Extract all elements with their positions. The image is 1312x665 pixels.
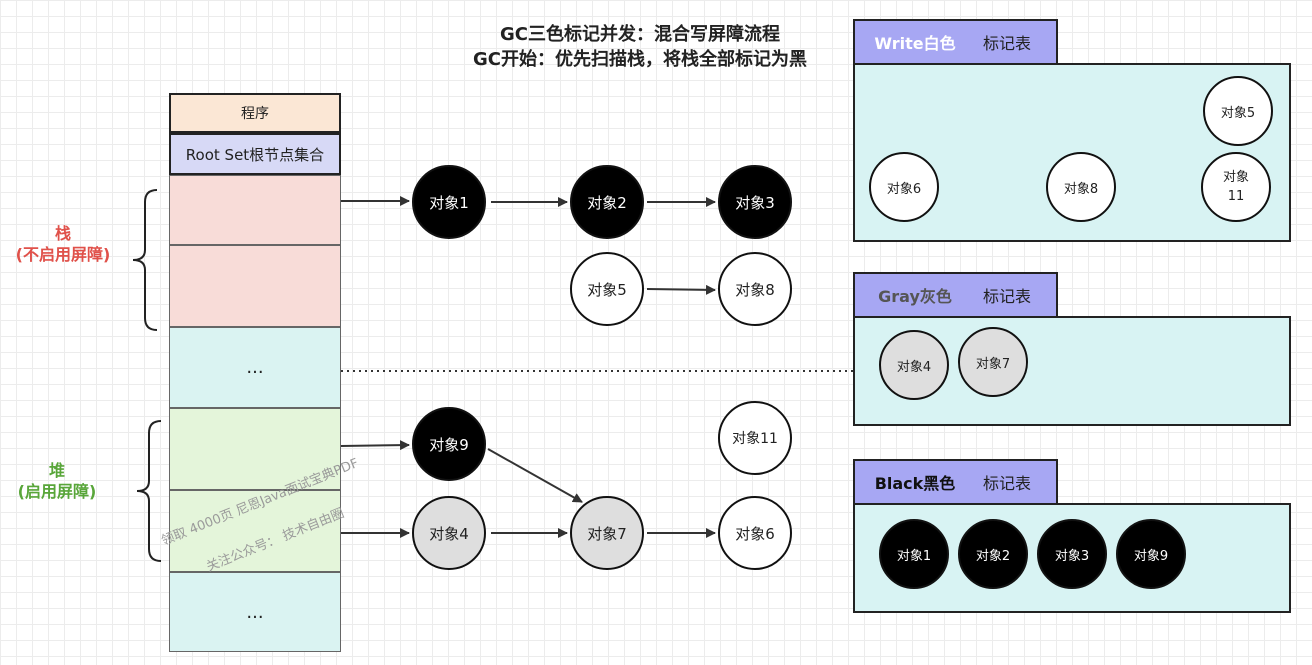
- root-set-cell: Root Set根节点集合: [169, 133, 341, 175]
- white-table-title: Write白色: [874, 34, 956, 53]
- white-item-obj5: 对象5: [1203, 76, 1273, 146]
- black-table-suffix: 标记表: [983, 474, 1032, 493]
- node-obj11: 对象11: [718, 401, 792, 475]
- middle-ellipsis-cell: ...: [169, 327, 341, 408]
- diagram-title-line1: GC三色标记并发：混合写屏障流程: [500, 24, 780, 45]
- white-item-obj6: 对象6: [869, 152, 939, 222]
- node-obj4: 对象4: [412, 496, 486, 570]
- heap-label-main: 堆: [48, 461, 65, 480]
- node-obj3: 对象3: [718, 165, 792, 239]
- black-table-title: Black黑色: [874, 474, 956, 493]
- arrow-obj5-to-obj8: [646, 284, 716, 295]
- heap-cell-1: [169, 408, 341, 490]
- stack-label-sub: (不启用屏障): [15, 245, 111, 264]
- arrow-heap-to-obj9: [340, 440, 410, 451]
- stack-label-main: 栈: [54, 224, 71, 243]
- node-obj6: 对象6: [718, 496, 792, 570]
- black-item-obj3: 对象3: [1037, 519, 1107, 589]
- diagram-title-line2: GC开始：优先扫描栈，将栈全部标记为黑: [473, 49, 807, 70]
- stack-cell-1: [169, 175, 341, 245]
- white-item-obj11: 对象 11: [1201, 152, 1271, 222]
- node-obj7: 对象7: [570, 496, 644, 570]
- stack-brace: [132, 189, 158, 331]
- black-item-obj9: 对象9: [1116, 519, 1186, 589]
- heap-label: 堆 (启用屏障): [2, 460, 112, 502]
- white-table-suffix: 标记表: [983, 34, 1032, 53]
- arrow-obj9-to-obj7: [487, 448, 583, 503]
- stack-label: 栈 (不启用屏障): [2, 223, 124, 265]
- heap-label-sub: (启用屏障): [17, 482, 97, 501]
- stack-cell-2: [169, 245, 341, 327]
- bottom-ellipsis-cell: ...: [169, 572, 341, 652]
- heap-cell-2: [169, 490, 341, 572]
- gray-item-obj7: 对象7: [958, 327, 1028, 397]
- heap-brace: [136, 420, 162, 562]
- black-item-obj2: 对象2: [958, 519, 1028, 589]
- gray-table-suffix: 标记表: [983, 287, 1032, 306]
- node-obj9: 对象9: [412, 407, 486, 481]
- gray-table-tab: Gray灰色 标记表: [853, 272, 1058, 318]
- black-table-tab: Black黑色 标记表: [853, 459, 1058, 505]
- white-item-obj8: 对象8: [1046, 152, 1116, 222]
- gray-table-title: Gray灰色: [878, 287, 952, 306]
- black-item-obj1: 对象1: [879, 519, 949, 589]
- node-obj5: 对象5: [570, 252, 644, 326]
- program-cell: 程序: [169, 93, 341, 133]
- node-obj2: 对象2: [570, 165, 644, 239]
- node-obj1: 对象1: [412, 165, 486, 239]
- white-table-tab: Write白色 标记表: [853, 19, 1058, 65]
- gray-item-obj4: 对象4: [879, 330, 949, 400]
- node-obj8: 对象8: [718, 252, 792, 326]
